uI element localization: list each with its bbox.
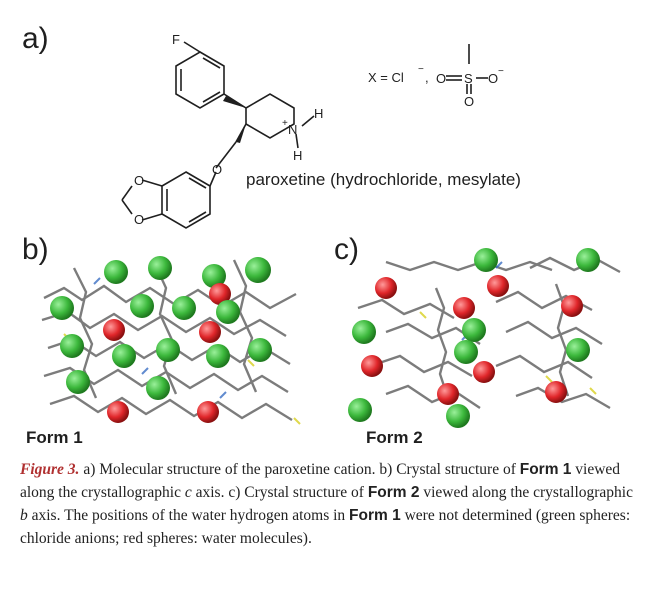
counterion-charge: − bbox=[418, 64, 424, 75]
mesylate-oxygen-3: O bbox=[464, 94, 474, 109]
crystal-structure-form1 bbox=[41, 256, 301, 425]
caption-form1-ref: Form 1 bbox=[519, 461, 572, 478]
form1-label: Form 1 bbox=[26, 428, 83, 447]
caption-text-5: axis. The positions of the water hydroge… bbox=[27, 507, 350, 524]
crystal-structure-form2 bbox=[348, 248, 621, 428]
form2-label: Form 2 bbox=[366, 428, 423, 447]
panel-label-b: b) bbox=[22, 233, 49, 266]
caption-axis-c: c bbox=[184, 484, 192, 501]
atom-nitrogen: N bbox=[288, 122, 297, 137]
atom-hydrogen-2: H bbox=[293, 148, 302, 163]
panel-label-a: a) bbox=[22, 22, 49, 55]
atom-oxygen-ether: O bbox=[212, 162, 222, 177]
caption-text-4: viewed along the crystallographic bbox=[419, 484, 633, 501]
caption-text-1: a) Molecular structure of the paroxetine… bbox=[79, 461, 520, 478]
figure-caption: Figure 3. a) Molecular structure of the … bbox=[20, 458, 635, 550]
atom-oxygen-dioxole-2: O bbox=[134, 212, 144, 227]
atom-hydrogen-1: H bbox=[314, 106, 323, 121]
caption-form2-ref: Form 2 bbox=[367, 484, 420, 501]
panel-label-c: c) bbox=[334, 233, 359, 266]
caption-text-2: viewed along the crystallographic bbox=[20, 461, 621, 501]
caption-text-3: axis. c) Crystal structure of bbox=[191, 484, 368, 501]
nitrogen-charge: + bbox=[282, 118, 288, 129]
counterion-label: X = Cl bbox=[368, 70, 404, 85]
atom-fluorine: F bbox=[172, 32, 180, 47]
caption-form1-ref-2: Form 1 bbox=[349, 507, 401, 524]
caption-axis-b: b bbox=[20, 507, 28, 524]
figure-ref: Figure 3. bbox=[20, 461, 80, 478]
mesylate-charge: − bbox=[498, 66, 504, 77]
paroxetine-structure: F O O O N + H H X = Cl − , O S O − O bbox=[121, 32, 504, 229]
mesylate-oxygen-2: O bbox=[488, 71, 498, 86]
compound-name: paroxetine (hydrochloride, mesylate) bbox=[246, 170, 521, 189]
atom-oxygen-dioxole-1: O bbox=[134, 173, 144, 188]
mesylate-sulfur: S bbox=[464, 71, 473, 86]
caption-text-6: were not determined (green spheres: chlo… bbox=[20, 507, 631, 547]
counterion-separator: , bbox=[425, 70, 429, 85]
mesylate-oxygen-1: O bbox=[436, 71, 446, 86]
